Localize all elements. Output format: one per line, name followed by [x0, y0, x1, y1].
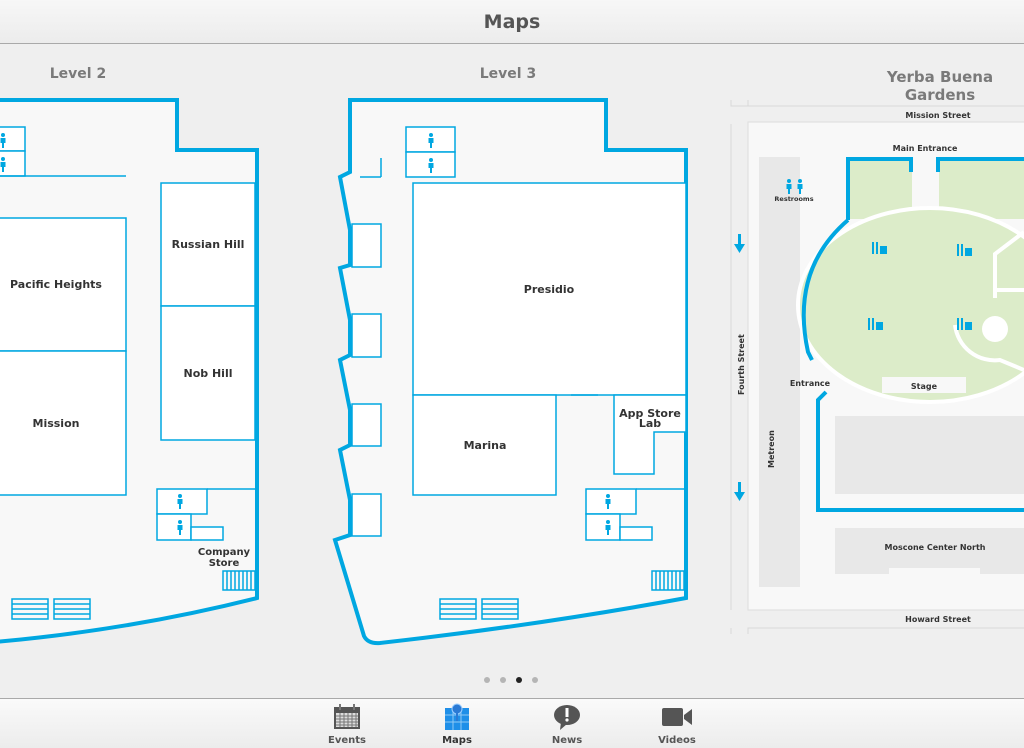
stage-label[interactable]: Stage — [911, 382, 938, 391]
tab-bar: Events Maps News Videos — [0, 698, 1024, 748]
nav-bar: Maps — [0, 0, 1024, 44]
room-marina[interactable]: Marina — [464, 439, 507, 452]
restrooms-label: Restrooms — [774, 195, 813, 203]
room-russian-hill[interactable]: Russian Hill — [172, 238, 245, 251]
maps-canvas[interactable]: Pacific Heights Mission Russian Hill Nob… — [0, 0, 1024, 698]
stairs-icon — [439, 570, 685, 620]
room-pacific-heights[interactable]: Pacific Heights — [10, 278, 102, 291]
arrow-down-icon — [734, 234, 745, 501]
room-nob-hill[interactable]: Nob Hill — [184, 367, 233, 380]
level-3-title: Level 3 — [479, 66, 537, 82]
moscone-center-north-label[interactable]: Moscone Center North — [885, 543, 986, 552]
app-store-lab-line2[interactable]: Lab — [639, 417, 661, 430]
entrance-label: Entrance — [790, 379, 831, 388]
main-entrance-label: Main Entrance — [893, 144, 958, 153]
tab-news[interactable]: News — [527, 703, 607, 746]
tab-maps[interactable]: Maps — [417, 703, 497, 746]
calendar-icon — [307, 703, 387, 731]
stairs-icon — [11, 570, 256, 620]
room-presidio[interactable]: Presidio — [524, 283, 575, 296]
mission-street-label: Mission Street — [905, 111, 970, 120]
yerba-buena-map[interactable]: Mission Street Main Entrance Howard Stre… — [730, 100, 1024, 634]
fourth-street-label: Fourth Street — [737, 334, 746, 395]
map-pin-icon — [417, 703, 497, 731]
level-2-title: Level 2 — [49, 66, 107, 82]
company-store-line2[interactable]: Store — [209, 558, 240, 569]
level-3-map[interactable]: Presidio Marina App Store Lab — [332, 98, 688, 646]
tab-videos[interactable]: Videos — [637, 703, 717, 746]
tab-events-label: Events — [328, 735, 366, 746]
exclamation-bubble-icon — [527, 703, 607, 731]
tab-news-label: News — [551, 735, 583, 746]
page-dot-4[interactable] — [532, 677, 538, 683]
page-control[interactable] — [484, 677, 538, 683]
page-dot-3-active[interactable] — [516, 677, 522, 683]
page-dot-1[interactable] — [484, 677, 490, 683]
tab-videos-label: Videos — [658, 735, 696, 746]
page-dot-2[interactable] — [500, 677, 506, 683]
metreon-label: Metreon — [767, 430, 776, 468]
video-camera-icon — [637, 703, 717, 731]
howard-street-label: Howard Street — [905, 615, 971, 624]
company-store-line1[interactable]: Company — [198, 547, 251, 558]
app-store-lab-line1[interactable]: App Store — [619, 407, 681, 420]
page-title: Maps — [483, 11, 541, 33]
yerba-buena-title: Yerba Buena Gardens — [886, 68, 994, 104]
tab-maps-label: Maps — [442, 735, 472, 746]
tab-events[interactable]: Events — [307, 703, 387, 746]
room-mission[interactable]: Mission — [33, 417, 80, 430]
level-2-map[interactable]: Pacific Heights Mission Russian Hill Nob… — [0, 98, 259, 644]
